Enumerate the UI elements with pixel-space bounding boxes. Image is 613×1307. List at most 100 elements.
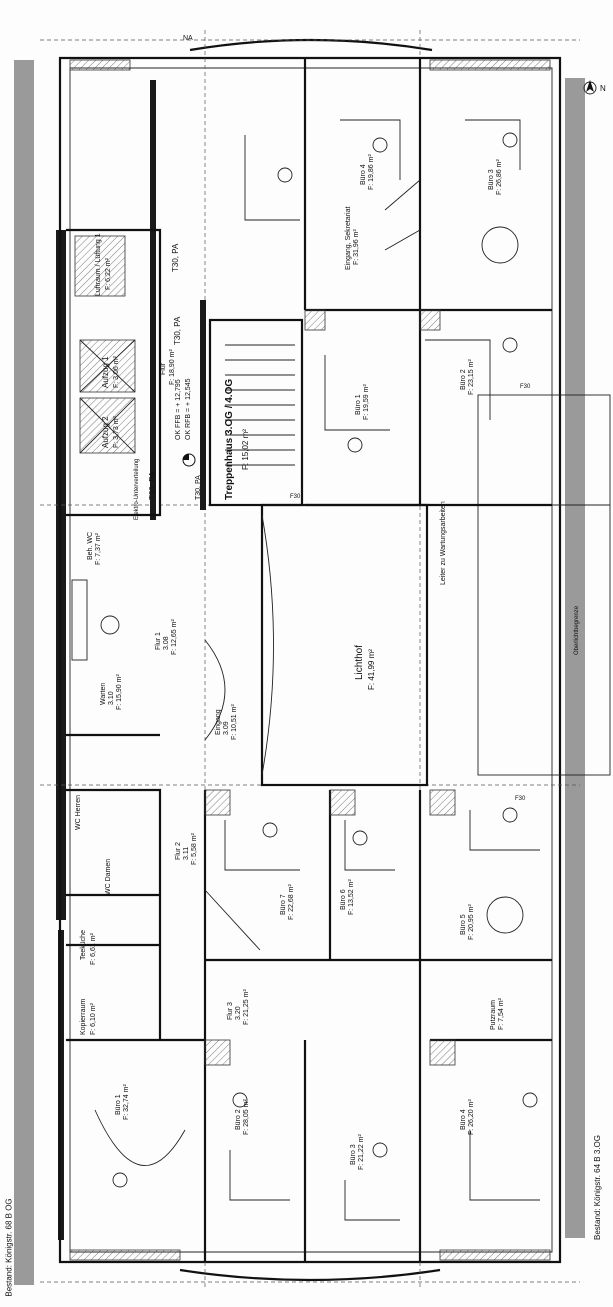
column-hatch-f	[304, 309, 326, 331]
core-wall-b	[200, 300, 206, 510]
flur3-num: 3.20	[235, 1006, 242, 1020]
column-hatch-c	[429, 789, 456, 816]
buero7-label: Büro 7	[280, 894, 287, 915]
buero1-right-label: Büro 1	[355, 394, 362, 415]
skylight-frame	[477, 394, 611, 776]
buero6-label: Büro 6	[340, 889, 347, 910]
eingang-label: Eingang	[215, 709, 222, 735]
kopierraum-area: F: 6,10 m²	[90, 1002, 97, 1035]
leiter-label: Leiter zu Wartungsarbeiten	[440, 501, 447, 585]
building-outline	[58, 56, 562, 1264]
flur1-area: F: 12,65 m²	[171, 619, 178, 655]
room-labels: Bestand: Königstr. 68 B OG Bestand: Köni…	[5, 35, 606, 1297]
flur-diagonal	[204, 889, 261, 951]
lift2-area: F: 3,73 m²	[113, 415, 120, 448]
right-caption: Bestand: Königstr. 64 B 3.OG	[593, 1135, 602, 1240]
luftraum-shaft	[74, 235, 126, 297]
upper-office-diagonal	[384, 179, 421, 251]
f30-label-1: F30	[515, 796, 526, 802]
t30-label-2: T30, PA	[173, 316, 182, 345]
flur2-label: Flur 2	[175, 842, 182, 860]
window-top-2	[429, 59, 551, 71]
kopierraum-label: Kopierraum	[80, 999, 87, 1035]
f30-label-2: F30	[520, 384, 531, 390]
f30-label-3: F30	[290, 494, 301, 500]
teekueche-area: F: 6,61 m²	[90, 932, 97, 965]
staircase-area: F: 15,02 m²	[241, 429, 250, 470]
eingang-right-area: F: 31,96 m²	[353, 229, 360, 265]
flur3-area: F: 21,25 m²	[243, 989, 250, 1025]
buero6-area: F: 13,52 m²	[348, 879, 355, 915]
window-bottom-2	[439, 1249, 551, 1261]
lichthof-outline	[260, 503, 429, 787]
lift1-label: Aufzug 1	[101, 356, 110, 388]
buero4-right-label: Büro 4	[360, 164, 367, 185]
wc-herren-label: WC Herren	[75, 795, 82, 830]
lower-left-rooms	[66, 733, 205, 1042]
lichthof-curve	[261, 514, 274, 776]
flur3-label: Flur 3	[227, 1002, 234, 1020]
teekueche-label: Teeküche	[80, 930, 87, 960]
buero1-left-label: Büro 1	[115, 1094, 122, 1115]
eingang-num: 3.09	[223, 721, 230, 735]
bottom-facade-curve	[179, 1268, 441, 1282]
buero2-area: F: 28,05 m²	[243, 1099, 250, 1135]
lower-right-rooms	[203, 790, 552, 1262]
flur-label: Flur	[160, 362, 167, 375]
lift1-area: F: 3,06 m²	[113, 355, 120, 388]
luftraum-label: Luftraum / Lüftung 1	[95, 233, 102, 296]
putzraum-area: F: 7,54 m²	[498, 997, 505, 1030]
neighbour-strip-right	[565, 78, 585, 1238]
buero3-right-label: Büro 3	[488, 169, 495, 190]
lift2-cross-b	[79, 397, 136, 454]
beh-wc-area: F: 7,37 m²	[95, 532, 102, 565]
buero7-area: F: 22,68 m²	[288, 884, 295, 920]
lichthof-label: Lichthof	[354, 645, 365, 680]
column-hatch-b	[329, 789, 356, 816]
buero2-label: Büro 2	[235, 1109, 242, 1130]
buero5-area: F: 20,95 m²	[468, 904, 475, 940]
staircase-outline	[208, 318, 304, 507]
north-arrow-pointer-icon	[586, 80, 594, 92]
column-hatch-a	[204, 789, 231, 816]
warten-area: F: 15,90 m²	[116, 674, 123, 710]
level-ok2: OK RFB = + 12,545	[185, 378, 192, 440]
window-bottom-1	[69, 1249, 181, 1261]
staircase-steps	[225, 344, 295, 466]
beh-wc-label: Beh. WC	[87, 532, 94, 560]
neighbour-strip-left	[14, 60, 34, 1285]
buero4-area: F: 26,20 m²	[468, 1099, 475, 1135]
buero1-left-area: F: 32,74 m²	[123, 1084, 130, 1120]
column-hatch-d	[204, 1039, 231, 1066]
upper-right-rooms	[303, 58, 552, 507]
warten-label: Warten	[100, 683, 107, 705]
lift2-label: Aufzug 2	[101, 416, 110, 448]
putzraum-label: Putzraum	[490, 1000, 497, 1030]
t30-label-3: T30, PA	[148, 471, 157, 500]
buero3-label: Büro 3	[350, 1144, 357, 1165]
eingang-right-label: Eingang, Sekretariat	[345, 207, 352, 270]
lueftung-label: Oberlichtbegrenze	[574, 605, 580, 655]
level-ok: OK FFB = + 12,795	[175, 379, 182, 440]
t30-label-1: T30, PA	[171, 243, 180, 272]
lift1-cross-b	[79, 339, 136, 393]
north-label: N	[600, 84, 606, 93]
buero3-area: F: 21,22 m²	[358, 1134, 365, 1170]
staircase-label: Treppenhaus 3.OG / 4.OG	[224, 379, 235, 500]
flur1-label: Flur 1	[155, 632, 162, 650]
na-label: NA	[183, 35, 193, 42]
left-caption: Bestand: Königstr. 68 B OG	[5, 1198, 14, 1296]
top-facade-curve	[189, 38, 433, 52]
column-hatch-g	[419, 309, 441, 331]
warten-num: 3.10	[108, 691, 115, 705]
elektro-label: Elektro-Unterverteilung	[134, 459, 140, 520]
buero2-right-area: F: 23,15 m²	[468, 359, 475, 395]
wc-damen-label: WC Damen	[105, 859, 112, 895]
flur2-area: F: 5,58 m²	[191, 832, 198, 865]
office-furniture	[71, 119, 540, 1221]
t30-label-4: T30, PA	[195, 475, 202, 500]
window-top-1	[69, 59, 131, 71]
buero4-right-area: F: 19,86 m²	[368, 154, 375, 190]
